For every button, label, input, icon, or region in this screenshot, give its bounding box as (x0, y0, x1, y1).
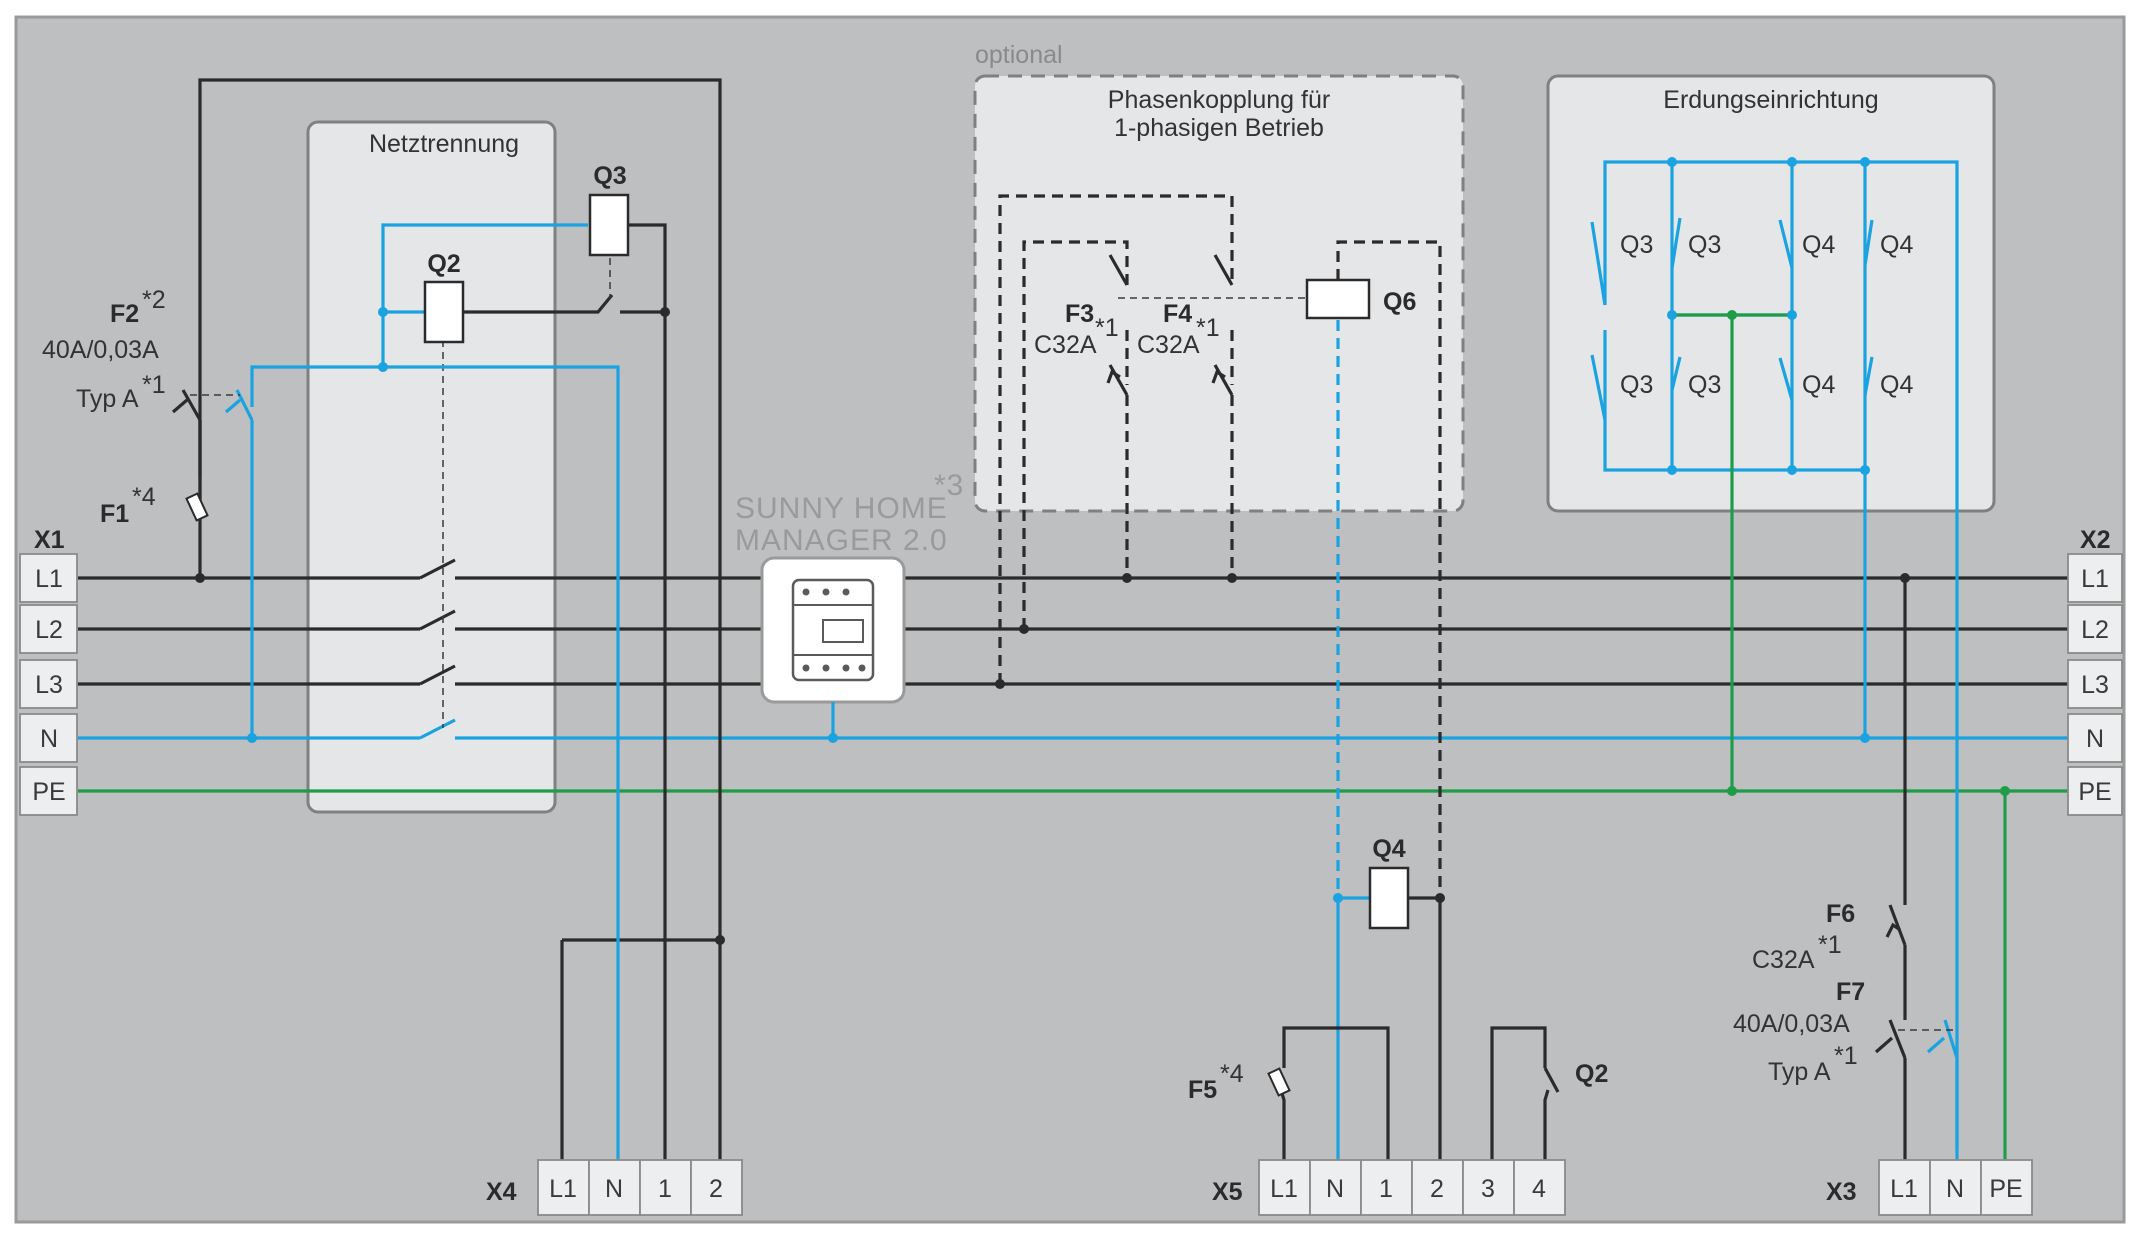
f6-label: F6 (1826, 900, 1855, 928)
f2-rating: 40A/0,03A (42, 336, 159, 364)
x2-label: X2 (2080, 526, 2111, 554)
x2-terminal: L3 (2081, 671, 2109, 699)
f5-note: *4 (1220, 1060, 1244, 1088)
erdung-q4-3: Q4 (1802, 371, 1835, 399)
f1-label: F1 (100, 500, 129, 528)
phasenkopplung-label-1: Phasenkopplung für (1108, 86, 1330, 114)
x5-terminal: 2 (1430, 1175, 1444, 1203)
q4-x5-wiring (1276, 893, 1560, 1160)
f4-label: F4 (1163, 300, 1192, 328)
erdung-panel (1546, 74, 1996, 513)
x2-terminal: L2 (2081, 616, 2109, 644)
q2-contact-label: Q2 (1575, 1060, 1608, 1088)
x3-terminal: PE (1989, 1175, 2022, 1203)
x5-terminal-block: X5 L1 N 1 2 3 4 (1212, 1159, 1566, 1216)
shm-label-1: SUNNY HOME (735, 492, 948, 525)
netztrennung-label: Netztrennung (369, 130, 519, 158)
x4-label: X4 (486, 1178, 517, 1206)
x4-terminal: 1 (658, 1175, 672, 1203)
erdung-q4-2: Q4 (1880, 231, 1913, 259)
f7-label: F7 (1836, 978, 1865, 1006)
erdung-q3-4: Q3 (1688, 371, 1721, 399)
netztrennung-contacts (419, 340, 456, 740)
erdung-q4-4: Q4 (1880, 371, 1913, 399)
x4-terminal: N (605, 1175, 623, 1203)
q6-coil (1305, 278, 1371, 320)
f3-label: F3 (1065, 300, 1094, 328)
phasenkopplung-panel (973, 74, 1465, 513)
x1-label: X1 (34, 526, 65, 554)
optional-label: optional (975, 41, 1063, 69)
x2-terminal: PE (2078, 778, 2111, 806)
x2-terminal: L1 (2081, 565, 2109, 593)
q6-label: Q6 (1383, 288, 1416, 316)
x5-terminal: N (1326, 1175, 1344, 1203)
shm-label-2: MANAGER 2.0 (735, 524, 948, 557)
f3-note: *1 (1095, 314, 1119, 342)
f5-label: F5 (1188, 1076, 1217, 1104)
netztrennung-panel (306, 120, 557, 814)
f2-type-note: *1 (142, 371, 166, 399)
x1-terminal: N (40, 725, 58, 753)
x2-terminal: N (2086, 725, 2104, 753)
x3-terminal-block: X3 L1 N PE (1826, 1159, 2033, 1216)
x5-terminal: 3 (1481, 1175, 1495, 1203)
f7-type-note: *1 (1834, 1042, 1858, 1070)
x3-terminal: N (1946, 1175, 1964, 1203)
x1-terminal: L2 (35, 616, 63, 644)
q2-label: Q2 (427, 250, 460, 278)
phasenkopplung-label-2: 1-phasigen Betrieb (1114, 114, 1324, 142)
f5-fuse (1267, 1067, 1291, 1097)
erdung-wiring (1590, 157, 1959, 1148)
x5-terminal: L1 (1270, 1175, 1298, 1203)
q3-coil (588, 193, 630, 257)
x3-terminal: L1 (1890, 1175, 1918, 1203)
x1-terminal: PE (32, 778, 65, 806)
x4-terminal-block: X4 L1 N 1 2 (486, 1159, 743, 1216)
f7-rating: 40A/0,03A (1733, 1010, 1850, 1038)
erdung-label: Erdungseinrichtung (1663, 86, 1878, 114)
x1-terminal: L3 (35, 671, 63, 699)
x4-terminal: L1 (549, 1175, 577, 1203)
f2-note: *2 (142, 286, 166, 314)
erdung-q4-1: Q4 (1802, 231, 1835, 259)
x5-label: X5 (1212, 1178, 1243, 1206)
f2-type: Typ A (76, 385, 139, 413)
f1-fuse (185, 490, 209, 583)
q4-coil (1368, 866, 1410, 930)
f6-rating: C32A (1752, 946, 1815, 974)
f4-rating: C32A (1137, 331, 1200, 359)
q2-coil (423, 280, 465, 344)
x5-terminal: 1 (1379, 1175, 1393, 1203)
erdung-q3-3: Q3 (1620, 371, 1653, 399)
f4-note: *1 (1196, 314, 1220, 342)
erdung-q3-2: Q3 (1688, 231, 1721, 259)
f2-label: F2 (110, 300, 139, 328)
q3-label: Q3 (593, 162, 626, 190)
x3-label: X3 (1826, 1178, 1857, 1206)
x4-terminal: 2 (709, 1175, 723, 1203)
f3-rating: C32A (1034, 331, 1097, 359)
x1-terminal-block: X1 L1 L2 L3 N PE (19, 526, 78, 816)
x2-terminal-block: X2 L1 L2 L3 N PE (2067, 526, 2123, 816)
f6-f7-wiring (1874, 573, 2010, 1160)
f1-note: *4 (132, 483, 156, 511)
q2-q3-control (198, 78, 725, 1160)
x5-terminal: 4 (1532, 1175, 1546, 1203)
shm-device (760, 556, 906, 743)
f7-type: Typ A (1768, 1058, 1831, 1086)
main-bus (78, 576, 2068, 793)
erdung-q3-1: Q3 (1620, 231, 1653, 259)
q4-label: Q4 (1372, 835, 1405, 863)
phasenkopplung-wiring (995, 194, 1442, 900)
f6-note: *1 (1818, 931, 1842, 959)
shm-note: *3 (934, 469, 964, 502)
x1-terminal: L1 (35, 565, 63, 593)
